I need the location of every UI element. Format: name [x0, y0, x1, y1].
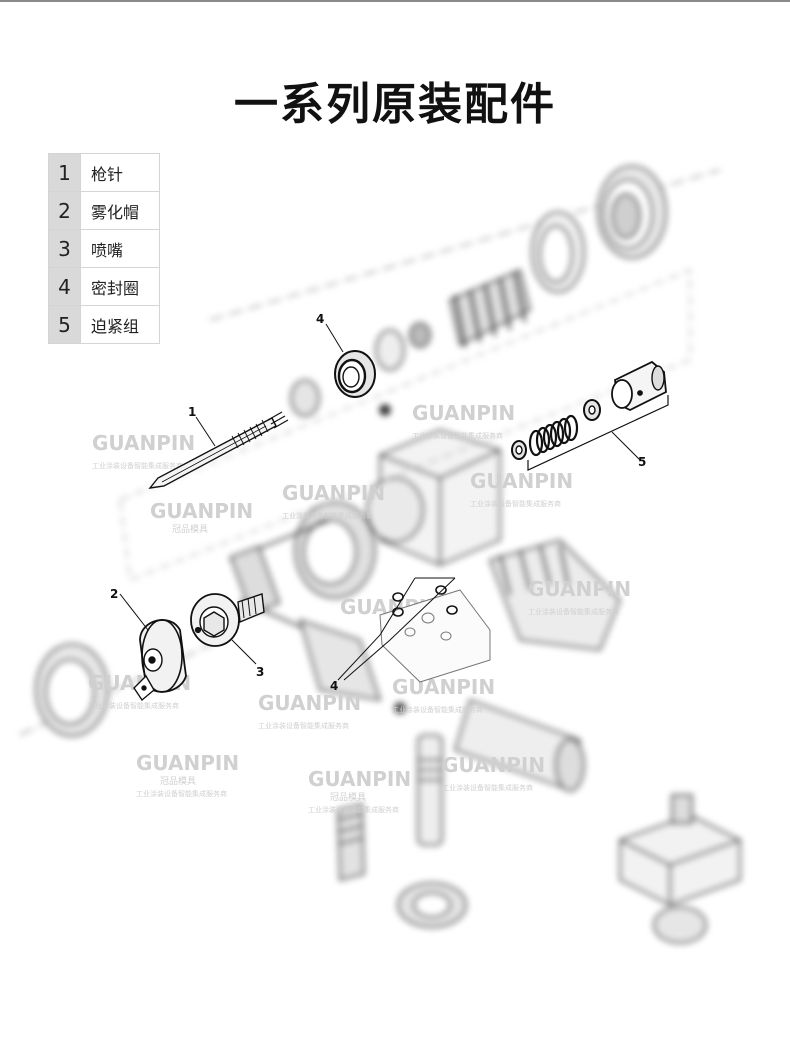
- svg-text:GUANPIN: GUANPIN: [392, 675, 495, 699]
- callout-needle: 1: [188, 405, 196, 419]
- svg-text:工业涂装设备智能集成服务商: 工业涂装设备智能集成服务商: [528, 607, 619, 616]
- watermark-logo: GUANPIN 冠品模具 工业涂装设备智能集成服务商: [136, 751, 239, 798]
- seal-rings-block: 4: [330, 577, 491, 693]
- svg-text:冠品模具: 冠品模具: [160, 776, 196, 787]
- blurred-lower-parts: [337, 734, 741, 944]
- blurred-ring-medium: [531, 211, 585, 293]
- seal-ring-top: 4: [316, 312, 376, 398]
- svg-text:GUANPIN: GUANPIN: [258, 691, 361, 715]
- top-divider: [0, 0, 790, 2]
- blurred-ring-large: [597, 165, 667, 259]
- svg-text:工业涂装设备智能集成服务商: 工业涂装设备智能集成服务商: [412, 431, 503, 440]
- svg-text:GUANPIN: GUANPIN: [528, 577, 631, 601]
- watermark-logo: GUANPIN 工业涂装设备智能集成服务商: [412, 401, 515, 440]
- watermark-logo: GUANPIN 工业涂装设备智能集成服务商: [258, 691, 361, 730]
- svg-text:工业涂装设备智能集成服务商: 工业涂装设备智能集成服务商: [282, 511, 373, 520]
- svg-text:工业涂装设备智能集成服务商: 工业涂装设备智能集成服务商: [92, 461, 183, 470]
- legend-part-name: 枪针: [80, 153, 160, 192]
- blurred-gun-assembly: [19, 165, 741, 944]
- svg-text:工业涂装设备智能集成服务商: 工业涂装设备智能集成服务商: [308, 805, 399, 814]
- watermark-logo: GUANPIN 冠品模具 工业涂装设备智能集成服务商: [308, 767, 411, 814]
- legend-part-name: 迫紧组: [80, 305, 160, 344]
- legend-part-name: 雾化帽: [80, 191, 160, 230]
- legend-row: 1 枪针: [48, 153, 160, 192]
- legend-number: 2: [48, 191, 81, 230]
- callout-seal-top: 4: [316, 312, 324, 326]
- svg-text:工业涂装设备智能集成服务商: 工业涂装设备智能集成服务商: [392, 705, 483, 714]
- legend-row: 4 密封圈: [48, 267, 160, 306]
- svg-text:工业涂装设备智能集成服务商: 工业涂装设备智能集成服务商: [258, 721, 349, 730]
- svg-text:GUANPIN: GUANPIN: [470, 469, 573, 493]
- svg-text:GUANPIN: GUANPIN: [308, 767, 411, 791]
- legend-number: 1: [48, 153, 81, 192]
- blurred-spring-large: [449, 268, 531, 348]
- svg-text:工业涂装设备智能集成服务商: 工业涂装设备智能集成服务商: [88, 701, 179, 710]
- watermarks: GUANPIN 工业涂装设备智能集成服务商 GUANPIN 工业涂装设备智能集成…: [88, 401, 631, 814]
- watermark-logo: GUANPIN 工业涂装设备智能集成服务商: [528, 577, 631, 616]
- page-title: 一系列原装配件: [234, 79, 556, 130]
- legend-number: 3: [48, 229, 81, 268]
- svg-text:GUANPIN: GUANPIN: [136, 751, 239, 775]
- nozzle-part: 3: [190, 593, 265, 679]
- legend-row: 5 迫紧组: [48, 305, 160, 344]
- svg-text:冠品模具: 冠品模具: [172, 524, 208, 535]
- svg-text:GUANPIN: GUANPIN: [92, 431, 195, 455]
- callout-seal-block: 4: [330, 679, 338, 693]
- callout-air-cap: 2: [110, 587, 118, 601]
- blurred-gun-body: [229, 429, 501, 702]
- legend-number: 5: [48, 305, 81, 344]
- svg-text:工业涂装设备智能集成服务商: 工业涂装设备智能集成服务商: [442, 783, 533, 792]
- air-cap-part: 2: [110, 587, 187, 702]
- svg-text:工业涂装设备智能集成服务商: 工业涂装设备智能集成服务商: [136, 789, 227, 798]
- parts-legend-table: 1 枪针 2 雾化帽 3 喷嘴 4 密封圈 5 迫紧组: [48, 153, 160, 344]
- callout-packing: 5: [638, 455, 646, 469]
- blurred-ring-left: [35, 643, 109, 737]
- watermark-logo: GUANPIN 工业涂装设备智能集成服务商: [442, 753, 545, 792]
- svg-text:GUANPIN: GUANPIN: [442, 753, 545, 777]
- watermark-logo: GUANPIN 工业涂装设备智能集成服务商: [392, 675, 495, 714]
- svg-text:工业涂装设备智能集成服务商: 工业涂装设备智能集成服务商: [470, 499, 561, 508]
- svg-text:GUANPIN: GUANPIN: [150, 499, 253, 523]
- needle-part: 1: [148, 405, 289, 489]
- packing-set: 5: [511, 360, 669, 471]
- packing-spring: [528, 414, 579, 457]
- legend-number: 4: [48, 267, 81, 306]
- watermark-logo: GUANPIN 工业涂装设备智能集成服务商: [92, 431, 195, 470]
- svg-text:冠品模具: 冠品模具: [330, 792, 366, 803]
- legend-row: 2 雾化帽: [48, 191, 160, 230]
- legend-part-name: 喷嘴: [80, 229, 160, 268]
- sharp-parts: 1 4: [110, 312, 669, 702]
- legend-part-name: 密封圈: [80, 267, 160, 306]
- svg-text:GUANPIN: GUANPIN: [412, 401, 515, 425]
- svg-text:GUANPIN: GUANPIN: [282, 481, 385, 505]
- legend-row: 3 喷嘴: [48, 229, 160, 268]
- watermark-logo: GUANPIN 冠品模具: [150, 499, 253, 535]
- watermark-logo: GUANPIN 工业涂装设备智能集成服务商: [470, 469, 573, 508]
- watermark-logo: GUANPIN 工业涂装设备智能集成服务商: [282, 481, 385, 520]
- blurred-handle: [454, 539, 621, 792]
- callout-nozzle: 3: [256, 665, 264, 679]
